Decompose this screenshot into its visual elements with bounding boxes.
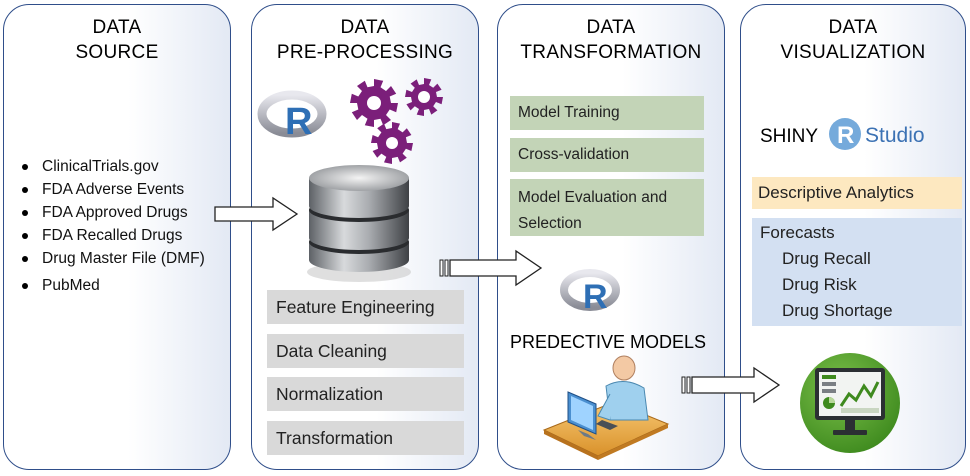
gear-hole bbox=[367, 96, 381, 110]
forecast-item: Drug Recall bbox=[782, 249, 871, 268]
list-item: FDA Adverse Events bbox=[18, 178, 205, 201]
predictive-models-label: PREDECTIVE MODELS bbox=[510, 332, 707, 352]
descriptive-analytics-box: Descriptive Analytics bbox=[752, 177, 962, 209]
forecasts-box: Forecasts Drug Recall Drug Risk Drug Sho… bbox=[752, 218, 962, 326]
r-logo-letter: R bbox=[583, 278, 608, 316]
forecast-item: Drug Shortage bbox=[782, 301, 893, 320]
step-normalization: Normalization bbox=[267, 377, 464, 411]
dashboard-monitor-icon bbox=[800, 353, 900, 453]
arrow-right-icon bbox=[681, 366, 781, 404]
step-transformation: Transformation bbox=[267, 421, 464, 455]
r-logo-letter: R bbox=[285, 101, 312, 143]
rstudio-logo-icon: R bbox=[829, 118, 861, 150]
gear-hole bbox=[418, 91, 430, 103]
rstudio-label: Studio bbox=[865, 124, 925, 147]
r-logo-icon: R bbox=[257, 90, 327, 143]
list-item: PubMed bbox=[18, 274, 205, 297]
gear-hole bbox=[386, 137, 398, 149]
gears-icon bbox=[350, 78, 443, 164]
list-item: FDA Approved Drugs bbox=[18, 201, 205, 224]
list-item: FDA Recalled Drugs bbox=[18, 224, 205, 247]
r-logo-icon: R bbox=[560, 269, 620, 316]
step-model-evaluation: Model Evaluation and Selection bbox=[510, 179, 704, 236]
shiny-label: SHINY bbox=[760, 126, 819, 147]
arrow-right-icon bbox=[214, 196, 299, 232]
source-list: ClinicalTrials.gov FDA Adverse Events FD… bbox=[18, 155, 205, 297]
list-item: ClinicalTrials.gov bbox=[18, 155, 205, 178]
database-icon bbox=[307, 165, 411, 282]
list-item: Drug Master File (DMF) bbox=[18, 247, 205, 270]
step-data-cleaning: Data Cleaning bbox=[267, 334, 464, 368]
r-logo-letter: R bbox=[837, 122, 854, 149]
person-at-computer-icon bbox=[542, 355, 670, 460]
arrow-right-icon bbox=[439, 249, 543, 287]
step-model-training: Model Training bbox=[510, 96, 704, 130]
step-feature-engineering: Feature Engineering bbox=[267, 290, 464, 324]
forecast-item: Drug Risk bbox=[782, 275, 857, 294]
forecasts-title: Forecasts bbox=[760, 223, 835, 242]
step-cross-validation: Cross-validation bbox=[510, 138, 704, 172]
